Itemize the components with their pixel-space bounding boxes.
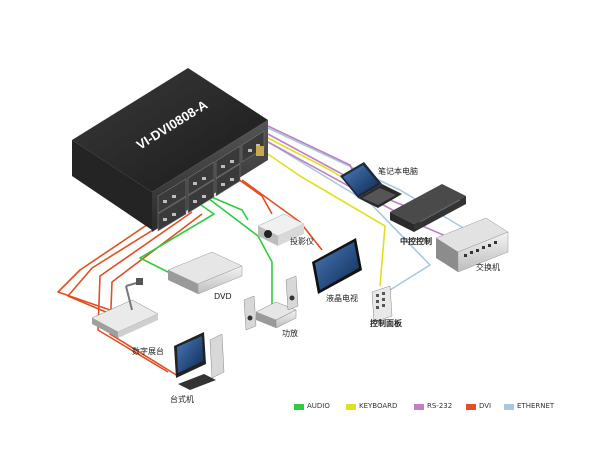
label-central-control: 中控控制 bbox=[400, 237, 432, 246]
dvd-player-device bbox=[167, 251, 243, 295]
legend: AUDIO KEYBOARD RS-232 DVI ETHERNET bbox=[294, 402, 594, 414]
label-switch: 交换机 bbox=[476, 263, 500, 272]
cable-ethernet-panel bbox=[264, 139, 431, 291]
legend-item-rs232: RS-232 bbox=[414, 402, 464, 414]
label-projector: 投影仪 bbox=[290, 237, 314, 246]
legend-item-ethernet: ETHERNET bbox=[504, 402, 570, 414]
projector-device bbox=[257, 213, 305, 246]
legend-item-audio: AUDIO bbox=[294, 402, 344, 414]
network-switch-device bbox=[435, 217, 509, 273]
legend-label-ethernet: ETHERNET bbox=[517, 402, 555, 410]
label-desktop: 台式机 bbox=[170, 395, 194, 404]
lcd-tv-device bbox=[312, 238, 362, 294]
label-document-camera: 数字展台 bbox=[132, 347, 164, 356]
control-panel-device bbox=[371, 285, 393, 323]
matrix-switcher-device: VI-DVI0808-A bbox=[72, 68, 268, 232]
cable-keyboard-panel bbox=[261, 149, 386, 287]
central-control-device bbox=[390, 184, 466, 232]
legend-swatch-keyboard bbox=[346, 404, 356, 410]
cable-dvi-doccam-b bbox=[67, 209, 186, 319]
legend-swatch-dvi bbox=[466, 404, 476, 410]
cable-dvi-desktop-a bbox=[97, 211, 193, 373]
legend-label-keyboard: KEYBOARD bbox=[359, 402, 398, 410]
legend-label-dvi: DVI bbox=[479, 402, 492, 410]
label-amplifier: 功放 bbox=[282, 329, 298, 338]
document-camera-device bbox=[91, 278, 159, 338]
label-dvd: DVD bbox=[214, 292, 232, 301]
legend-label-audio: AUDIO bbox=[307, 402, 330, 410]
legend-item-keyboard: KEYBOARD bbox=[346, 402, 412, 414]
label-laptop: 笔记本电脑 bbox=[378, 167, 418, 176]
legend-item-dvi: DVI bbox=[466, 402, 502, 414]
cable-ethernet-switch bbox=[267, 127, 471, 233]
laptop-device bbox=[340, 162, 402, 208]
legend-label-rs232: RS-232 bbox=[427, 402, 453, 410]
cable-audio-amp bbox=[199, 191, 273, 306]
legend-swatch-rs232 bbox=[414, 404, 424, 410]
label-control-panel: 控制面板 bbox=[370, 319, 402, 328]
label-lcd-tv: 液晶电视 bbox=[326, 294, 358, 303]
cable-dvi-doccam-a bbox=[57, 205, 176, 311]
desktop-pc-device bbox=[174, 332, 225, 390]
legend-swatch-audio bbox=[294, 404, 304, 410]
legend-swatch-ethernet bbox=[504, 404, 514, 410]
amplifier-device bbox=[243, 275, 299, 331]
